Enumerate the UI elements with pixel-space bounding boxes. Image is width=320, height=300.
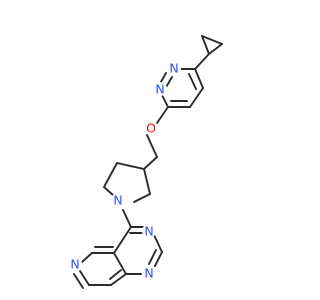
- bond: [122, 209, 132, 228]
- bond: [103, 162, 118, 188]
- bond: [73, 273, 84, 289]
- bond: [79, 270, 90, 286]
- bond: [113, 252, 127, 275]
- atom-label: N: [113, 193, 122, 208]
- atom-label-layer: N N O N N N N: [68, 61, 181, 281]
- bond: [143, 156, 158, 170]
- atom-n-pyrimidine-1: N: [142, 224, 156, 239]
- bond: [189, 87, 204, 108]
- atom-o-ether: O: [144, 121, 158, 136]
- atom-n-pyridine: N: [68, 257, 82, 272]
- atom-label: N: [144, 224, 153, 239]
- bond: [103, 186, 115, 197]
- bond: [109, 269, 122, 280]
- bond: [148, 249, 157, 265]
- bond: [81, 252, 93, 263]
- atom-label: N: [144, 266, 153, 281]
- bond: [113, 226, 132, 254]
- atom-label: N: [155, 82, 164, 97]
- atom-label: O: [146, 121, 156, 136]
- bond: [156, 106, 169, 124]
- bond: [201, 35, 210, 55]
- bond: [194, 53, 210, 70]
- bond: [208, 43, 223, 55]
- bond: [146, 134, 158, 158]
- bond: [194, 68, 204, 89]
- atom-n-pyrimidine-2: N: [142, 266, 156, 281]
- bond: [154, 251, 163, 267]
- bond: [201, 35, 223, 45]
- bond: [116, 162, 145, 170]
- atom-label: N: [70, 257, 79, 272]
- bond: [143, 168, 151, 195]
- bond: [153, 234, 163, 253]
- molecule-svg: N N O N N N N: [68, 35, 223, 289]
- atom-n-pyridazine-1: N: [167, 61, 181, 76]
- bond-layer: [73, 35, 223, 289]
- atom-label: N: [169, 61, 178, 76]
- atom-n-pyrrolidine: N: [111, 193, 125, 208]
- bond: [133, 193, 151, 203]
- molecule-structure-diagram: N N O N N N N: [68, 35, 223, 289]
- bond: [188, 73, 197, 90]
- bond: [110, 273, 127, 286]
- atom-n-pyridazine-2: N: [153, 82, 167, 97]
